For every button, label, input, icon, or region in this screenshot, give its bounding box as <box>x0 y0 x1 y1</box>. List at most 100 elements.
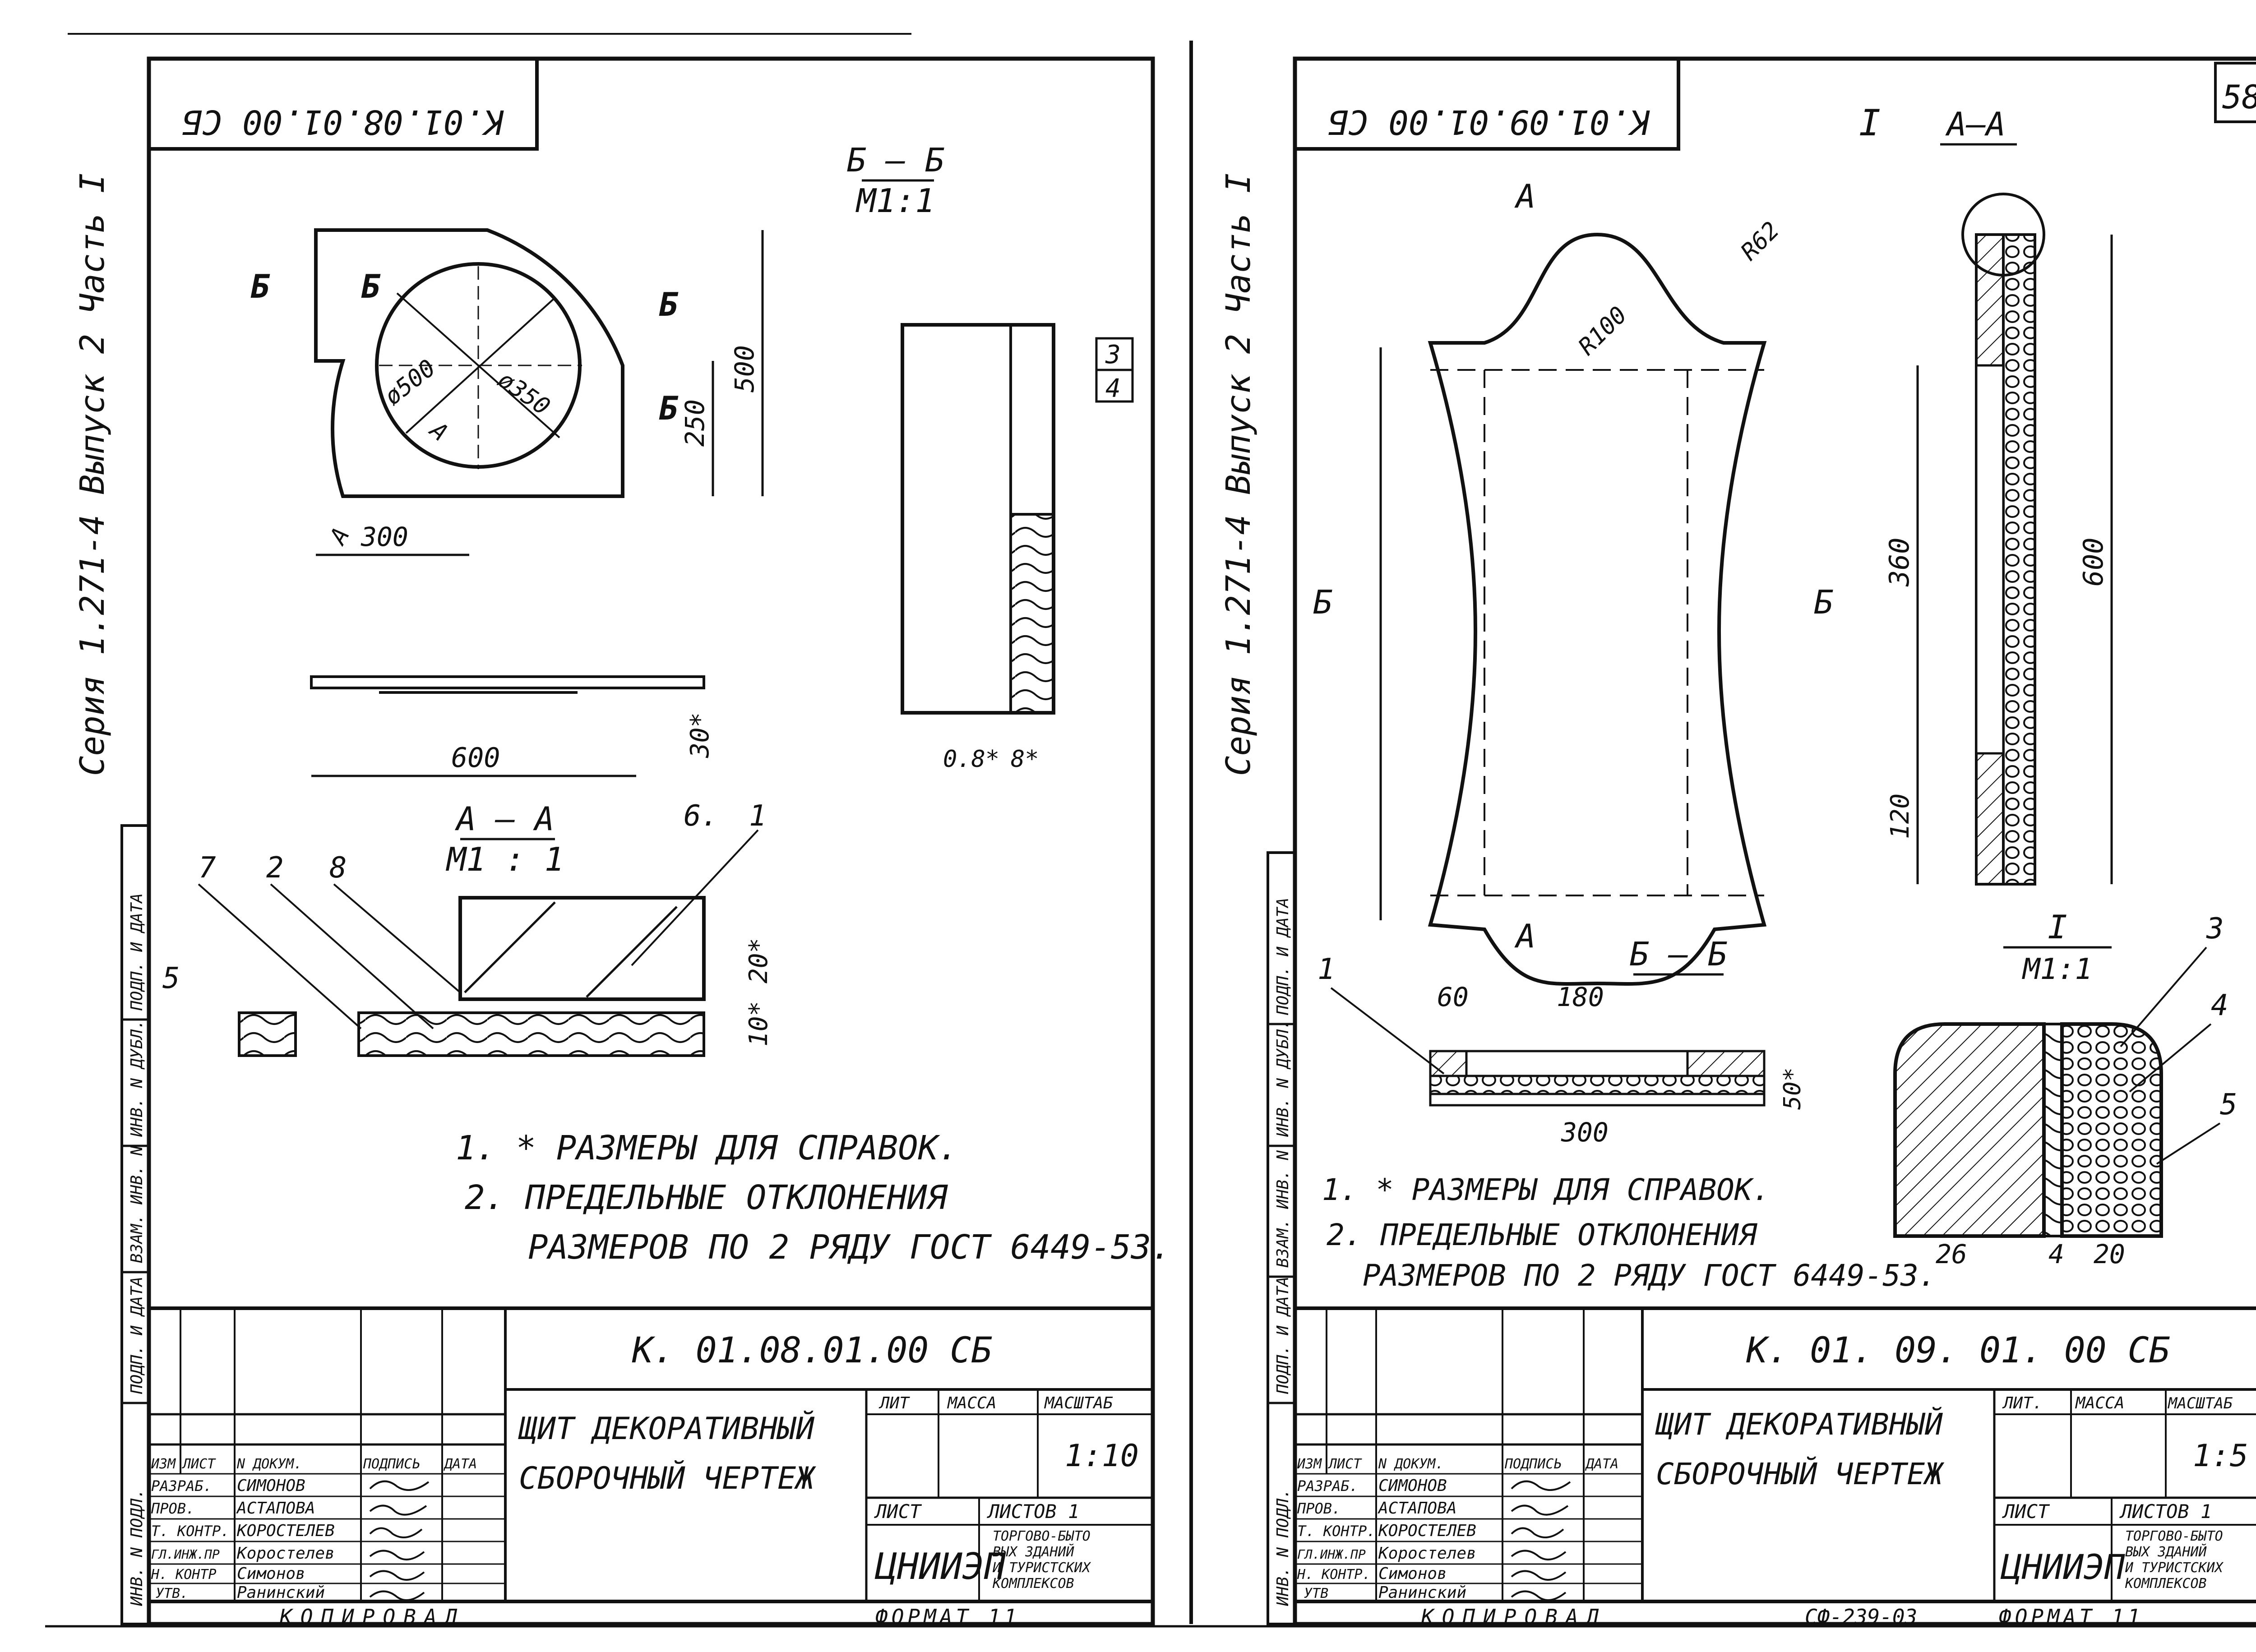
right-cut-a-top: А <box>1514 177 1535 215</box>
right-org-name-1: ТОРГОВО-БЫТО <box>2125 1528 2223 1544</box>
left-role-2: ПРОВ. <box>151 1500 194 1517</box>
left-role-1: РАЗРАБ. <box>151 1477 212 1495</box>
right-callout-5: 5 <box>2220 1088 2238 1121</box>
right-margin-col-3: ВЗАМ. ИНВ. N <box>1274 1150 1292 1268</box>
right-cut-b-left: Б <box>1313 583 1332 621</box>
right-name-4: Коростелев <box>1378 1544 1476 1563</box>
right-detail-title: I <box>2048 908 2067 946</box>
left-title-sheets: ЛИСТОВ 1 <box>987 1500 1079 1523</box>
right-org-name-4: КОМПЛЕКСОВ <box>2125 1576 2207 1592</box>
left-hdr-sign: ПОДПИСЬ <box>363 1456 420 1472</box>
right-hdr-doc: N ДОКУМ. <box>1378 1456 1444 1472</box>
left-role-5: Н. КОНТР <box>151 1567 217 1583</box>
left-dim-8: 8* <box>1011 746 1039 773</box>
right-signature-5 <box>1511 1570 1567 1581</box>
left-cut-a-label-2: А <box>324 523 355 550</box>
left-org-name-4: КОМПЛЕКСОВ <box>992 1576 1074 1592</box>
right-hdr-date: ДАТА <box>1585 1456 1618 1472</box>
left-signature-3 <box>369 1527 423 1538</box>
left-section-aa-title: А – А <box>455 800 555 838</box>
right-page-number: 58 <box>2222 78 2256 116</box>
left-dim-08: 0.8* <box>943 746 999 773</box>
right-title-name-1: ЩИТ ДЕКОРАТИВНЫЙ <box>1655 1407 1943 1442</box>
left-role-3: Т. КОНТР. <box>151 1523 229 1540</box>
left-note-2: 2. ПРЕДЕЛЬНЫЕ ОТКЛОНЕНИЯ <box>465 1178 948 1217</box>
right-name-3: КОРОСТЕЛЕВ <box>1378 1522 1476 1540</box>
right-name-5: Симонов <box>1378 1564 1447 1583</box>
right-copied: КОПИРОВАЛ <box>1421 1605 1607 1629</box>
right-section-bb: Б – Б 60 180 300 50* 1 <box>1318 935 1806 1148</box>
left-margin-col-3: ВЗАМ. ИНВ. N <box>128 1146 146 1263</box>
left-dim-20: 20* <box>744 938 773 983</box>
left-section-bb: Б – Б М1:1 0.8* 8* 3 4 <box>847 141 1134 773</box>
right-detail-mark: I <box>1859 102 1881 144</box>
right-margin-col-2: ПОДП. И ДАТА <box>1274 1277 1292 1394</box>
right-note-3: РАЗМЕРОВ ПО 2 РЯДУ ГОСТ 6449-53. <box>1363 1258 1937 1293</box>
left-rev-code: К.01.08.01.00 СБ <box>182 102 504 141</box>
right-callout-4: 4 <box>2211 989 2228 1022</box>
right-title-sheets: ЛИСТОВ 1 <box>2119 1500 2212 1523</box>
left-section-aa: А – А М1 : 1 20* 10* 5 7 2 8 6. 1 <box>162 799 773 1057</box>
left-margin-col-4: ИНВ. N ДУБЛ. <box>128 1020 146 1137</box>
right-sheet: 58 К.01.09.01.00 СБ Серия 1.271-4 Выпуск… <box>1191 56 2256 1629</box>
left-title-lit: ЛИТ <box>878 1394 910 1412</box>
right-section-bb-title: Б – Б <box>1630 935 1728 973</box>
right-note-2: 2. ПРЕДЕЛЬНЫЕ ОТКЛОНЕНИЯ <box>1327 1218 1758 1252</box>
right-dim-26: 26 <box>1936 1239 1967 1269</box>
left-org-name-1: ТОРГОВО-БЫТО <box>993 1528 1091 1544</box>
right-format-code: СФ-239-03 <box>1805 1605 1917 1629</box>
right-dim-600: 600 <box>2078 538 2109 586</box>
left-front-view: 600 30* <box>310 675 715 777</box>
right-org-name-2: ВЫХ ЗДАНИЙ <box>2125 1544 2207 1560</box>
left-callout-4: 4 <box>1105 374 1121 403</box>
right-callout-1: 1 <box>1318 953 1335 986</box>
right-name-1: СИМОНОВ <box>1378 1477 1447 1495</box>
left-callout-3: 3 <box>1105 340 1121 369</box>
left-signature-4 <box>369 1550 425 1560</box>
right-title-scale: 1:5 <box>2193 1438 2248 1474</box>
right-hdr-list: ЛИСТ <box>1327 1456 1362 1472</box>
left-section-bb-title: Б – Б <box>847 141 945 179</box>
left-org-name-2: ВЫХ ЗДАНИЙ <box>993 1544 1075 1560</box>
left-role-4: ГЛ.ИНЖ.ПР <box>151 1547 220 1562</box>
left-title-scale: 1:10 <box>1065 1438 1139 1474</box>
right-signature-6 <box>1511 1590 1567 1601</box>
left-signature-5 <box>369 1570 425 1581</box>
left-role-6: УТВ. <box>156 1586 188 1601</box>
left-hdr-izm: ИЗМ <box>151 1456 176 1472</box>
left-dim-10: 10* <box>744 1001 773 1047</box>
right-dim-50: 50* <box>1779 1067 1806 1110</box>
right-dim-20: 20 <box>2094 1239 2125 1269</box>
left-dim-d500: ø500 <box>379 355 441 411</box>
left-signature-6 <box>369 1590 425 1601</box>
left-callout-6: 6. <box>684 799 718 833</box>
left-cut-b-3: Б <box>659 286 679 323</box>
right-dim-4: 4 <box>2048 1239 2064 1269</box>
right-title-sheet: ЛИСТ <box>2002 1500 2050 1523</box>
left-dim-30: 30* <box>685 712 715 758</box>
left-plan-view: ø500 ø350 А А 500 250 300 Б Б Б Б <box>250 228 764 556</box>
right-callout-3: 3 <box>2206 912 2224 946</box>
right-side-series: Серия 1.271-4 Выпуск 2 Часть I <box>1219 173 1258 776</box>
left-title-code: К. 01.08.01.00 СБ <box>632 1330 992 1371</box>
right-role-2: ПРОВ. <box>1297 1500 1341 1517</box>
right-detail-scale: М1:1 <box>2022 953 2092 986</box>
right-title-block: К. 01. 09. 01. 00 СБ ЩИТ ДЕКОРАТИВНЫЙ СБ… <box>1293 1306 2256 1603</box>
left-dim-600: 600 <box>451 742 500 774</box>
left-callout-7: 7 <box>199 851 216 885</box>
left-name-2: АСТАПОВА <box>236 1499 315 1518</box>
right-role-3: Т. КОНТР. <box>1297 1523 1375 1540</box>
right-title-code: К. 01. 09. 01. 00 СБ <box>1746 1330 2170 1371</box>
left-callout-2: 2 <box>266 851 284 885</box>
right-signature-2 <box>1511 1504 1569 1516</box>
right-cut-a-bottom: А <box>1514 917 1535 955</box>
right-name-6: Ранинский <box>1378 1583 1466 1602</box>
right-format: ФОРМАТ 11 <box>1999 1605 2144 1629</box>
right-margin-col-5: ПОДП. И ДАТА <box>1274 898 1292 1015</box>
right-dim-360: 360 <box>1884 538 1915 587</box>
left-title-mass: МАССА <box>947 1394 996 1412</box>
left-side-series: Серия 1.271-4 Выпуск 2 Часть I <box>73 173 112 776</box>
right-signature-4 <box>1511 1550 1567 1560</box>
left-signature-1 <box>369 1480 430 1491</box>
left-margin-col-5: ПОДП. И ДАТА <box>128 893 146 1011</box>
